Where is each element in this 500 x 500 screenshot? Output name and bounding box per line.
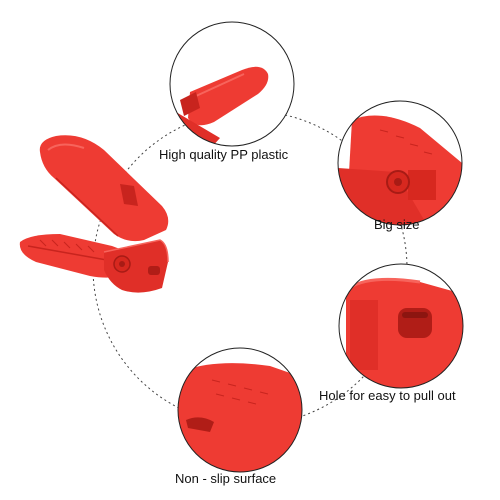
hinge-closeup-icon — [337, 100, 463, 226]
nonslip-surface-closeup-icon — [177, 347, 303, 473]
callout-label-nonslip: Non - slip surface — [175, 471, 277, 486]
shoe-stacker-icon — [19, 135, 169, 293]
callout-label-pp-plastic: High quality PP plastic — [159, 147, 289, 162]
pull-hole-closeup-icon — [338, 263, 464, 389]
pp-plastic-closeup-icon — [169, 21, 295, 147]
callout-label-pull-hole: Hole for easy to pull out — [319, 388, 456, 403]
callout-label-big-size: Big size — [374, 217, 420, 232]
